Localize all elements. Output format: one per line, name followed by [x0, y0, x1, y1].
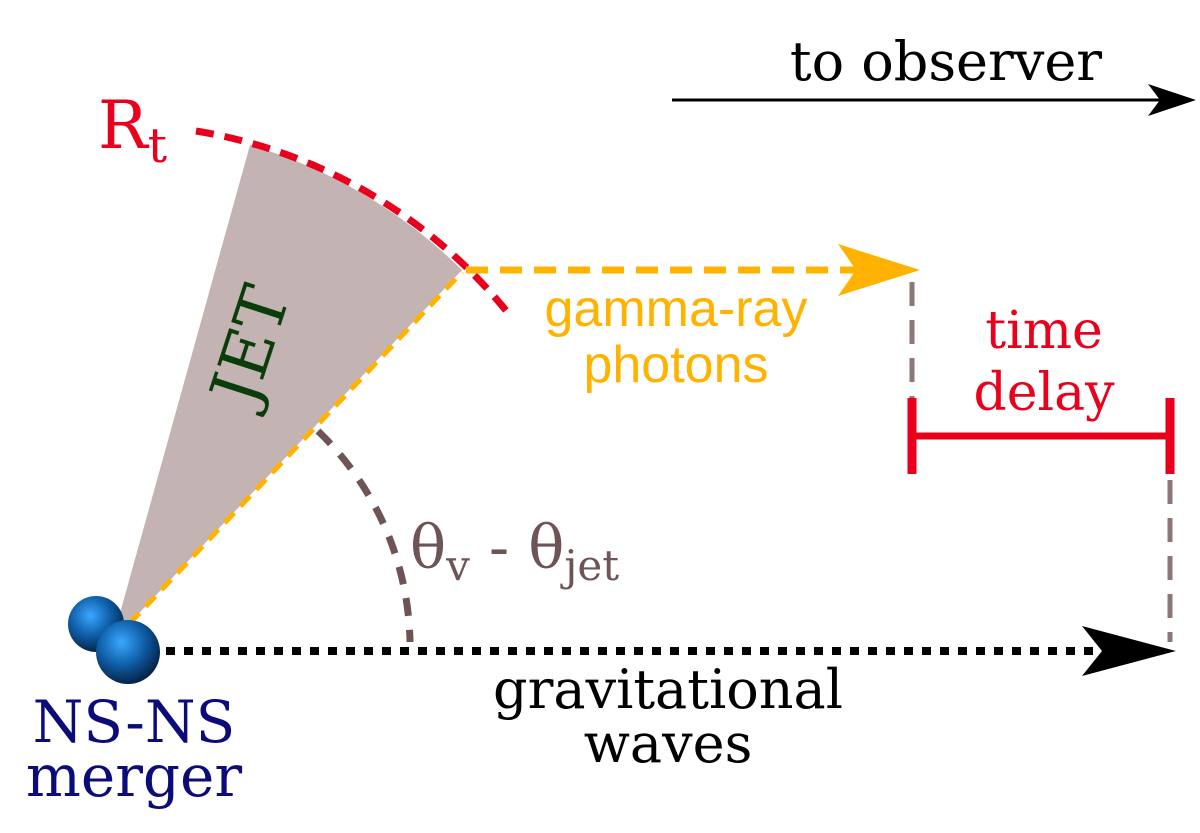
gravitational-label: gravitational — [493, 658, 843, 721]
time-label: time — [985, 301, 1103, 361]
jet-cone — [112, 145, 462, 642]
observer-arrow — [672, 84, 1196, 116]
delay-label: delay — [973, 363, 1115, 423]
angle-label: θv - θjet — [410, 513, 619, 590]
photons-label: photons — [583, 336, 768, 394]
gamma-ray-arrow — [466, 244, 920, 296]
waves-label: waves — [584, 712, 753, 775]
time-delay-bracket — [907, 398, 1175, 474]
jet-edge-line — [112, 270, 464, 642]
ns-ns-label: NS-NS — [33, 688, 236, 756]
gravitational-waves-arrow — [130, 626, 1176, 676]
angle-arc — [315, 428, 414, 643]
radius-arc — [195, 127, 515, 321]
neutron-star-pair-icon — [68, 596, 160, 684]
radius-label: Rt — [98, 87, 167, 174]
merger-label: merger — [26, 742, 243, 810]
gamma-ray-label: gamma-ray — [545, 280, 808, 338]
to-observer-label: to observer — [790, 30, 1102, 93]
